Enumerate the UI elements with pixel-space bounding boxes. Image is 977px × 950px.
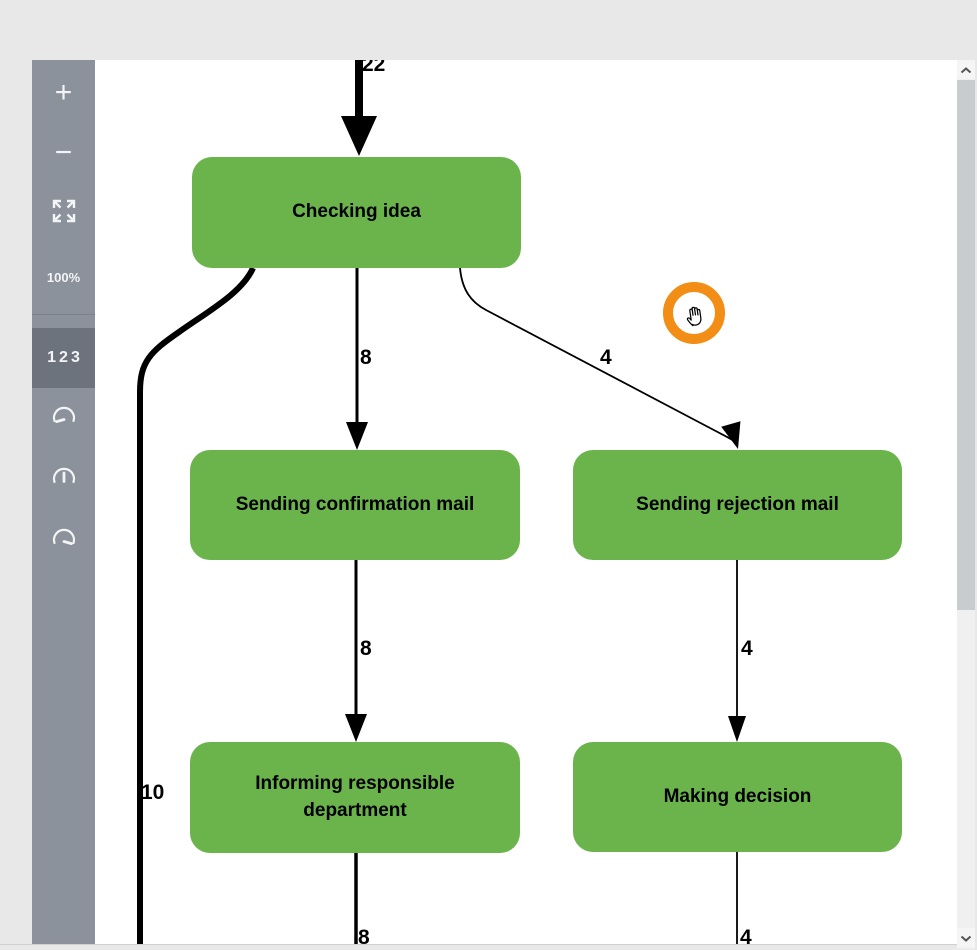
- header-strip: [0, 0, 977, 60]
- expand-arrows-icon: [51, 198, 77, 229]
- minus-icon: −: [54, 136, 73, 169]
- gauge-needle-right-icon: [51, 527, 77, 558]
- edge-frequency-label: 8: [358, 926, 370, 945]
- node-informing-responsible-department[interactable]: Informing responsible department: [190, 742, 520, 853]
- edge-frequency-label: 4: [600, 346, 612, 369]
- node-label: Sending confirmation mail: [235, 493, 475, 515]
- node-sending-rejection-mail[interactable]: Sending rejection mail: [573, 450, 902, 560]
- toolbar-sidebar: + − 100% 123: [32, 60, 95, 947]
- chevron-down-icon: [960, 929, 972, 947]
- plus-icon: +: [54, 76, 73, 109]
- gauge-needle-up-icon: [51, 466, 77, 497]
- vertical-scrollbar[interactable]: [957, 60, 975, 949]
- scroll-up-button[interactable]: [957, 60, 975, 79]
- open-hand-cursor-icon: [682, 301, 706, 332]
- node-checking-idea[interactable]: Checking idea: [192, 157, 521, 268]
- edge-frequency-label: 4: [741, 637, 753, 660]
- bottom-border-strip: [0, 944, 957, 950]
- zoom-level-label: 100%: [46, 269, 81, 285]
- edge-frequency-label: 8: [360, 637, 372, 660]
- zoom-in-button[interactable]: +: [32, 71, 95, 115]
- edge-frequency-label: 22: [362, 60, 386, 76]
- gauge-high-button[interactable]: [32, 520, 95, 564]
- process-map-canvas[interactable]: 22 8 4 10 8 4 8 4 Checking idea Sending …: [95, 60, 957, 944]
- node-sending-confirmation-mail[interactable]: Sending confirmation mail: [190, 450, 520, 560]
- fit-to-screen-button[interactable]: [32, 191, 95, 235]
- scrollbar-thumb[interactable]: [957, 80, 975, 610]
- edge-frequency-label: 4: [740, 926, 752, 945]
- chevron-up-icon: [960, 61, 972, 79]
- toolbar-divider: [32, 314, 95, 315]
- gauge-needle-left-icon: [51, 405, 77, 436]
- right-margin-strip: [975, 0, 977, 949]
- node-label: Sending rejection mail: [636, 493, 839, 515]
- node-label: Making decision: [663, 785, 812, 807]
- frequency-numbers-button[interactable]: 123: [32, 328, 95, 388]
- node-label: Informing responsible department: [255, 772, 455, 821]
- node-label: Checking idea: [292, 201, 421, 223]
- scroll-down-button[interactable]: [957, 928, 975, 947]
- gauge-low-button[interactable]: [32, 398, 95, 442]
- process-edges: [137, 60, 746, 944]
- zoom-out-button[interactable]: −: [32, 131, 95, 175]
- edge-frequency-label: 8: [360, 346, 372, 369]
- edge-frequency-label: 10: [141, 781, 165, 804]
- left-margin-strip: [0, 60, 32, 949]
- node-making-decision[interactable]: Making decision: [573, 742, 902, 852]
- cursor-highlight-ring: [663, 282, 725, 344]
- gauge-mid-button[interactable]: [32, 459, 95, 503]
